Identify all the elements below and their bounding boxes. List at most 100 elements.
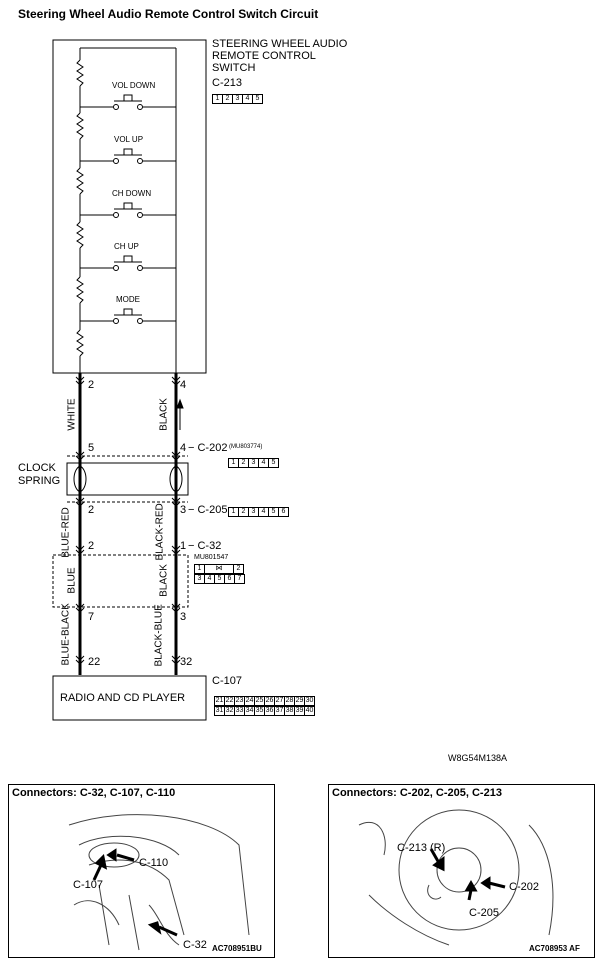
c107-pin: 25 [255, 697, 265, 705]
wire-label-blue-black: BLUE-BLACK [60, 603, 72, 666]
c205-pin: 2 [239, 508, 249, 516]
c205-connector: C-205 [197, 504, 228, 516]
callout-c213: C-213 (R) [397, 842, 446, 854]
c107-pin: 24 [245, 697, 255, 705]
c202-part-number: (MU803774) [229, 444, 263, 450]
callout-c205: C-205 [469, 907, 499, 919]
c213-pin: 1 [213, 95, 223, 103]
junction-box [52, 554, 189, 608]
c213-pin: 4 [243, 95, 253, 103]
switch-label-mode: MODE [116, 295, 140, 304]
c107-connector: C-107 [212, 675, 242, 687]
switch-unit-box [52, 39, 207, 374]
c32-pin: 6 [225, 575, 235, 583]
c107-pin: 32 [225, 707, 235, 715]
wire-label-black-junction: BLACK [158, 564, 170, 597]
switch-label-vol-up: VOL UP [114, 135, 144, 144]
wire-label-black-red: BLACK-RED [154, 503, 166, 561]
dashboard-sketch-1 [68, 814, 250, 951]
c107-pin: 22 [225, 697, 235, 705]
c32-connector: C-32 [197, 540, 222, 552]
callout-c202: C-202 [509, 881, 539, 893]
c107-pin: 35 [255, 707, 265, 715]
c213-pin: 3 [233, 95, 243, 103]
c202-pin: 1 [229, 459, 239, 467]
wire-label-black: BLACK [158, 398, 170, 431]
switch-label-vol-down: VOL DOWN [112, 81, 156, 90]
callout-c110: C-110 [139, 857, 169, 869]
pin-clock-top-left: 5 [88, 442, 95, 454]
c205-label: − C-205 [188, 504, 228, 516]
c205-pin: 4 [259, 508, 269, 516]
clock-spring-box [66, 462, 189, 496]
switch-unit-name-1: STEERING WHEEL AUDIO [212, 38, 348, 50]
c32-pin: 2 [236, 565, 241, 572]
pin-radio-right: 32 [180, 656, 193, 668]
c205-pin: 5 [269, 508, 279, 516]
photo-panel-2-title: Connectors: C-202, C-205, C-213 [332, 787, 502, 799]
c202-pin: 4 [259, 459, 269, 467]
c213-connector-face: 1 2 3 4 5 [212, 94, 263, 104]
c107-pin: 33 [235, 707, 245, 715]
clock-spring-label-2: SPRING [18, 475, 61, 487]
c213-pin: 2 [223, 95, 233, 103]
pin-switch-left: 2 [88, 379, 95, 391]
wire-label-white: WHITE [66, 398, 78, 431]
photo-panel-1-title: Connectors: C-32, C-107, C-110 [12, 787, 176, 799]
callout-c32: C-32 [183, 939, 207, 951]
pin-clock-top-right: 4 [180, 442, 187, 454]
c32-pin: 3 [195, 575, 205, 583]
c32-label: − C-32 [188, 540, 222, 552]
c202-pin: 3 [249, 459, 259, 467]
c32-pin: 5 [215, 575, 225, 583]
c107-connector-face-row2: 31 32 33 34 35 36 37 38 39 40 [214, 706, 315, 716]
harness-wires [78, 373, 178, 675]
photo-panel-2: Connectors: C-202, C-205, C-213 C-213 (R… [328, 784, 595, 958]
c107-pin: 28 [285, 697, 295, 705]
wire-label-blue: BLUE [66, 567, 78, 594]
c32-connector-face-row1: 1 ⋈ 2 [194, 564, 244, 574]
c202-connector-face: 1 2 3 4 5 [228, 458, 279, 468]
c205-pin: 1 [229, 508, 239, 516]
c202-pin: 2 [239, 459, 249, 467]
switch-label-ch-up: CH UP [114, 242, 139, 251]
photo-panel-1: Connectors: C-32, C-107, C-110 C-110 C-1… [8, 784, 275, 958]
photo-panel-1-code: AC708951BU [212, 944, 262, 953]
c107-pin: 26 [265, 697, 275, 705]
connector-chevrons [75, 376, 181, 665]
c205-pin: 3 [249, 508, 259, 516]
pin-radio-left: 22 [88, 656, 101, 668]
c32-pin: 1 [195, 565, 205, 573]
c107-pin: 21 [215, 697, 225, 705]
c107-pin: 37 [275, 707, 285, 715]
current-arrow [176, 398, 184, 430]
pin-switch-right: 4 [180, 379, 187, 391]
c32-part-number: MU801547 [194, 554, 229, 561]
wire-label-blue-red: BLUE-RED [60, 507, 72, 558]
c202-pin: 5 [271, 459, 276, 466]
c107-connector-face-row1: 21 22 23 24 25 26 27 28 29 30 [214, 696, 315, 706]
c32-connector-face-row2: 3 4 5 6 7 [194, 574, 245, 584]
switch-label-ch-down: CH DOWN [112, 189, 152, 198]
c32-pin-spacer: ⋈ [205, 565, 234, 573]
c32-pin: 4 [205, 575, 215, 583]
figure-code: W8G54M138A [448, 753, 508, 763]
c202-connector: C-202 [197, 442, 228, 454]
clock-spring-label-1: CLOCK [18, 462, 56, 474]
radio-box [52, 675, 207, 721]
c107-pin: 30 [305, 697, 314, 704]
wire-label-black-blue: BLACK-BLUE [153, 604, 165, 667]
c107-pin: 31 [215, 707, 225, 715]
c205-connector-face: 1 2 3 4 5 6 [228, 507, 289, 517]
c107-pin: 34 [245, 707, 255, 715]
resistor-ladder [76, 47, 177, 373]
c107-pin: 38 [285, 707, 295, 715]
switch-rungs [80, 94, 176, 324]
callout-c107: C-107 [73, 879, 103, 891]
c107-pin: 39 [295, 707, 305, 715]
pin-clock-bottom-left: 2 [88, 504, 95, 516]
pin-junction-bottom-right: 3 [180, 611, 187, 623]
pin-junction-top-left: 2 [88, 540, 95, 552]
c107-pin: 23 [235, 697, 245, 705]
